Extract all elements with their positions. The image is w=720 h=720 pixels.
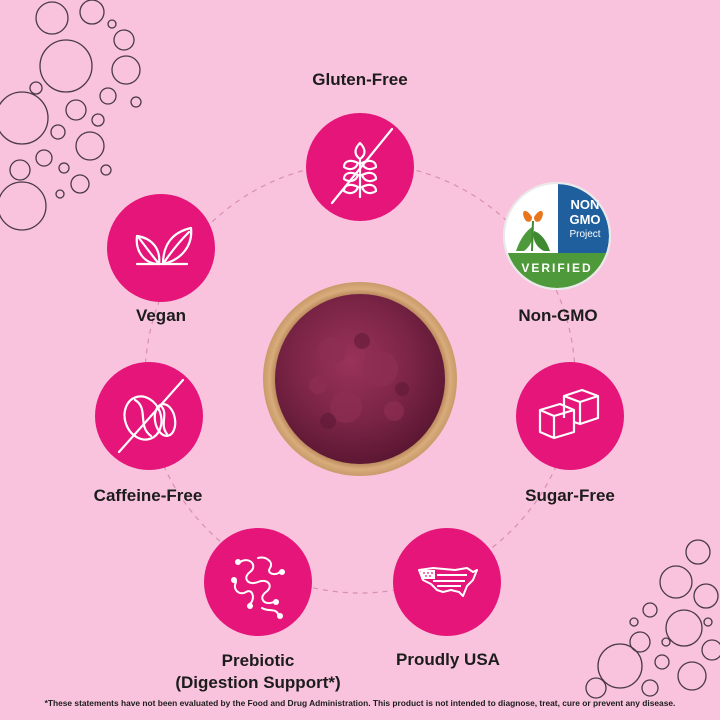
gluten-free-label: Gluten-Free — [312, 70, 408, 89]
seal-non-text: NON — [571, 197, 600, 212]
wheat-crossed-icon — [330, 127, 394, 205]
seal-verified-text: VERIFIED — [521, 261, 592, 275]
vegan-badge — [107, 194, 215, 302]
prebiotic-label: Prebiotic (Digestion Support*) — [175, 650, 340, 694]
bubbles-top-left-decoration — [0, 0, 142, 231]
sugar-free-badge — [516, 362, 624, 470]
non-gmo-verified-seal: NON GMO Project VERIFIED — [503, 182, 611, 290]
proudly-usa-label: Proudly USA — [396, 650, 500, 669]
gluten-free-badge — [306, 113, 414, 221]
caffeine-free-badge — [95, 362, 203, 470]
non-gmo-label: Non-GMO — [518, 306, 598, 325]
bubbles-bottom-right-decoration — [585, 539, 720, 699]
proudly-usa-badge — [393, 528, 501, 636]
prebiotic-badge — [204, 528, 312, 636]
powder-bowl-image — [263, 282, 457, 476]
prebiotic-label-line2: (Digestion Support*) — [175, 673, 341, 692]
usa-flag-map-icon — [418, 567, 478, 597]
vegan-label: Vegan — [135, 306, 187, 325]
sugar-free-label: Sugar-Free — [525, 486, 615, 505]
leaves-icon — [135, 226, 193, 266]
coffee-bean-crossed-icon — [117, 378, 185, 454]
gut-intestine-icon — [231, 556, 285, 619]
seal-gmo-text: GMO — [569, 212, 600, 227]
fda-disclaimer: *These statements have not been evaluate… — [44, 698, 676, 708]
sugar-cubes-icon — [538, 388, 600, 440]
prebiotic-label-line1: Prebiotic — [221, 651, 295, 670]
caffeine-free-label: Caffeine-Free — [93, 486, 203, 505]
seal-project-text: Project — [569, 229, 600, 240]
